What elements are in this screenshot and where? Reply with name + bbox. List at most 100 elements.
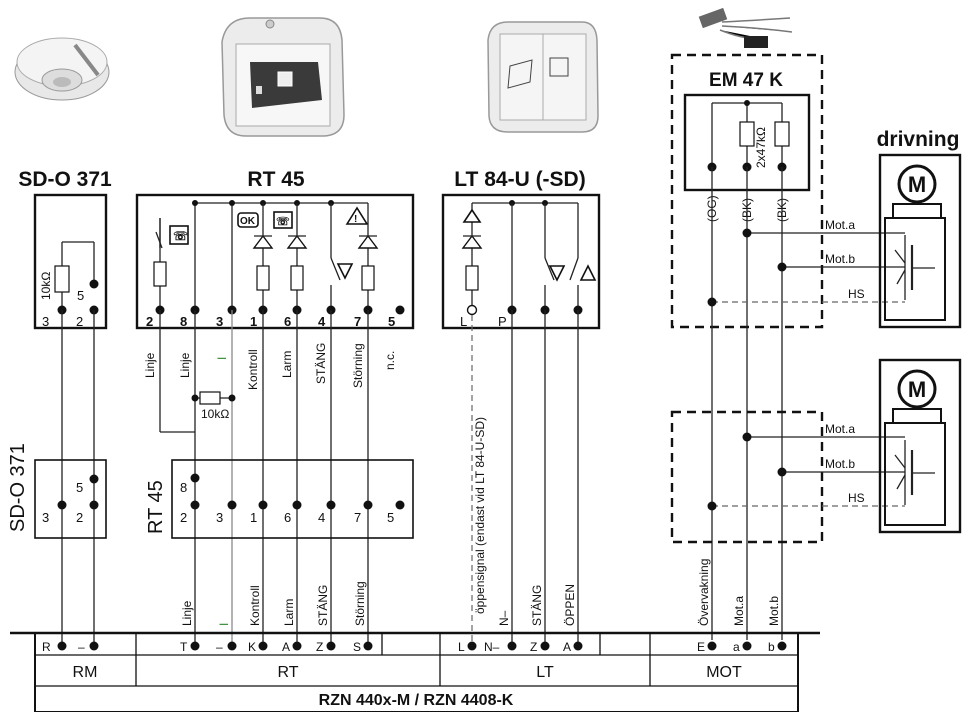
rt45-module-pin-1: 1: [250, 510, 257, 525]
wire-label-nc: n.c.: [383, 351, 397, 370]
rt45-pin-8: 8: [180, 314, 187, 329]
sdo-pin-2: 2: [76, 314, 83, 329]
upper-hs-label: HS: [848, 287, 865, 301]
rt45-module-pin-5: 5: [387, 510, 394, 525]
lt84-switch-image: [487, 21, 599, 133]
terminal-Z: Z: [316, 640, 323, 654]
rt45-line-resistor: 10kΩ: [201, 407, 229, 421]
terminal-minus-rt: –: [216, 640, 223, 654]
wire-label-storning: Störning: [351, 343, 365, 388]
svg-text:☏: ☏: [173, 229, 188, 243]
em47-resistor-label: 2x47kΩ: [754, 127, 768, 168]
terminal-b: b: [768, 640, 775, 654]
lower-wire-labels: Linje I Kontroll Larm STÄNG Störning N– …: [180, 559, 781, 626]
upper-motor-icon: M: [908, 172, 926, 197]
lt84-device-box: L P: [441, 193, 601, 330]
rt45-pin-7: 7: [354, 314, 361, 329]
terminal-S: S: [353, 640, 361, 654]
wire-label-larm: Larm: [280, 351, 294, 378]
group-rm: RM: [73, 664, 98, 681]
lt84-pin-L: L: [460, 314, 467, 329]
sdo-module-pin-2: 2: [76, 510, 83, 525]
terminal-A-lt: A: [563, 640, 571, 654]
terminal-T: T: [180, 640, 188, 654]
svg-text:☏: ☏: [276, 216, 290, 228]
bottom-label-storning: Störning: [353, 581, 367, 626]
wire-label-linje-1: Linje: [143, 352, 157, 378]
rt45-pin-2: 2: [146, 314, 153, 329]
svg-text:!: !: [354, 214, 357, 225]
wire-label-kontroll: Kontroll: [246, 349, 260, 390]
lower-mota-label: Mot.a: [825, 422, 855, 436]
sdo-module-pin-3: 3: [42, 510, 49, 525]
bottom-label-mota: Mot.a: [732, 596, 746, 626]
bottom-label-larm: Larm: [282, 599, 296, 626]
rt45-module-pin-6: 6: [284, 510, 291, 525]
rt45-ok-icon: OK: [240, 216, 256, 227]
rt45-module-pin-8: 8: [180, 480, 187, 495]
bottom-label-mark: I: [217, 623, 231, 626]
terminal-L: L: [458, 640, 465, 654]
rt45-module-pin-4: 4: [318, 510, 325, 525]
bottom-label-stang-lt: STÄNG: [530, 585, 544, 626]
wire-label-linje-2: Linje: [178, 352, 192, 378]
drive-title: drivning: [877, 128, 960, 151]
rt45-module-name: RT 45: [145, 480, 167, 534]
rt45-module-pin-7: 7: [354, 510, 361, 525]
footer-model: RZN 440x-M / RZN 4408-K: [319, 692, 514, 709]
em47-cable-image: [698, 7, 793, 48]
rt45-panel-image: [221, 17, 345, 137]
bottom-label-motb: Mot.b: [767, 596, 781, 626]
bottom-label-n: N–: [497, 610, 511, 626]
sdo-module-name: SD-O 371: [7, 443, 29, 532]
rt45-pin-6: 6: [284, 314, 291, 329]
wire-label-oppensignal: öppensignal (endast vid LT 84-U-SD): [473, 417, 487, 614]
bottom-label-stang: STÄNG: [316, 585, 330, 626]
sdo-resistor-label: 10kΩ: [39, 272, 53, 300]
terminal-minus-rm: –: [78, 640, 85, 654]
lt84-title: LT 84-U (-SD): [454, 168, 585, 191]
terminal-a: a: [733, 640, 740, 654]
group-rt: RT: [277, 664, 298, 681]
lower-motb-label: Mot.b: [825, 457, 855, 471]
rt45-module-pin-2: 2: [180, 510, 187, 525]
bottom-label-linje: Linje: [180, 600, 194, 626]
rt45-module: RT 45 8 2 3 1 6 4 7 5: [145, 459, 414, 539]
upper-mota-label: Mot.a: [825, 218, 855, 232]
rt45-module-pin-3: 3: [216, 510, 223, 525]
terminal-K: K: [248, 640, 256, 654]
bottom-label-kontroll: Kontroll: [248, 585, 262, 626]
rt45-device-box: ☏ OK ☏ ! 2 8 3 1 6: [135, 193, 415, 330]
upper-drive-unit: M: [878, 153, 962, 329]
group-mot: MOT: [706, 664, 742, 681]
lower-hs-label: HS: [848, 491, 865, 505]
terminal-Z-lt: Z: [530, 640, 537, 654]
bottom-label-oppen: ÖPPEN: [563, 584, 577, 626]
lower-drive-unit: M: [878, 358, 962, 534]
sdo-title: SD-O 371: [18, 168, 112, 191]
rt45-pin-4: 4: [318, 314, 326, 329]
rt45-title: RT 45: [247, 168, 305, 191]
lt84-pin-P: P: [498, 314, 507, 329]
terminal-A: A: [282, 640, 290, 654]
lower-motor-icon: M: [908, 377, 926, 402]
sdo-device-box: 10kΩ 5 3 2: [33, 193, 108, 330]
group-lt: LT: [536, 664, 554, 681]
rt45-pin-5: 5: [388, 314, 395, 329]
rt45-pin-3: 3: [216, 314, 223, 329]
bottom-label-overvakning: Övervakning: [697, 559, 711, 626]
wire-label-stang: STÄNG: [314, 343, 328, 384]
lower-em-box: [670, 410, 824, 544]
sdo-pin5-label: 5: [77, 288, 84, 303]
sdo-module-pin-5: 5: [76, 480, 83, 495]
em47-title: EM 47 K: [709, 70, 783, 91]
rt45-pin-1: 1: [250, 314, 257, 329]
sdo-pin-3: 3: [42, 314, 49, 329]
terminal-E: E: [697, 640, 705, 654]
terminal-R: R: [42, 640, 51, 654]
terminal-strip: R – T – K A Z S L N– Z A E a b RM RT LT …: [10, 631, 820, 712]
upper-motb-label: Mot.b: [825, 252, 855, 266]
upper-wire-labels: Linje Linje I Kontroll Larm STÄNG Störni…: [143, 343, 487, 614]
terminal-N: N–: [484, 640, 500, 654]
